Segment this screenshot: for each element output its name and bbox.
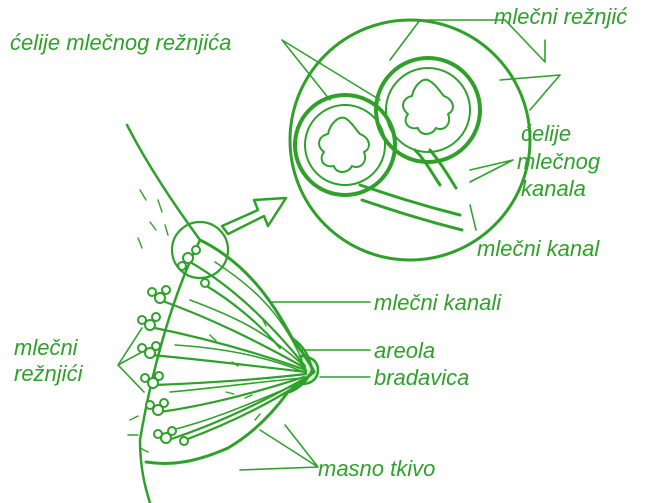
label-lobule-cells: ćelije mlečnog režnjića — [10, 30, 231, 56]
label-lobule: mlečni režnjić — [494, 4, 627, 30]
label-duct-cells-1: ćelije — [521, 121, 571, 147]
chest-wall — [127, 125, 200, 503]
label-duct: mlečni kanal — [477, 236, 599, 262]
label-nipple: bradavica — [374, 365, 469, 391]
label-lobules-1: mlečni — [14, 335, 78, 361]
label-duct-cells-2: mlečnog — [517, 149, 600, 175]
lobe-boundaries — [170, 262, 304, 430]
magnify-arrow — [222, 198, 286, 234]
label-fat: masno tkivo — [318, 456, 435, 482]
magnified-duct — [360, 150, 462, 230]
label-areola: areola — [374, 338, 435, 364]
magnified-lobule-right — [376, 58, 480, 162]
label-ducts: mlečni kanali — [374, 290, 501, 316]
label-duct-cells-3: kanala — [521, 176, 586, 202]
magnified-lobule-left — [295, 95, 395, 195]
label-lobules-2: režnjići — [14, 361, 82, 387]
lobule-clusters — [138, 246, 209, 445]
magnified-view-circle — [290, 20, 530, 260]
